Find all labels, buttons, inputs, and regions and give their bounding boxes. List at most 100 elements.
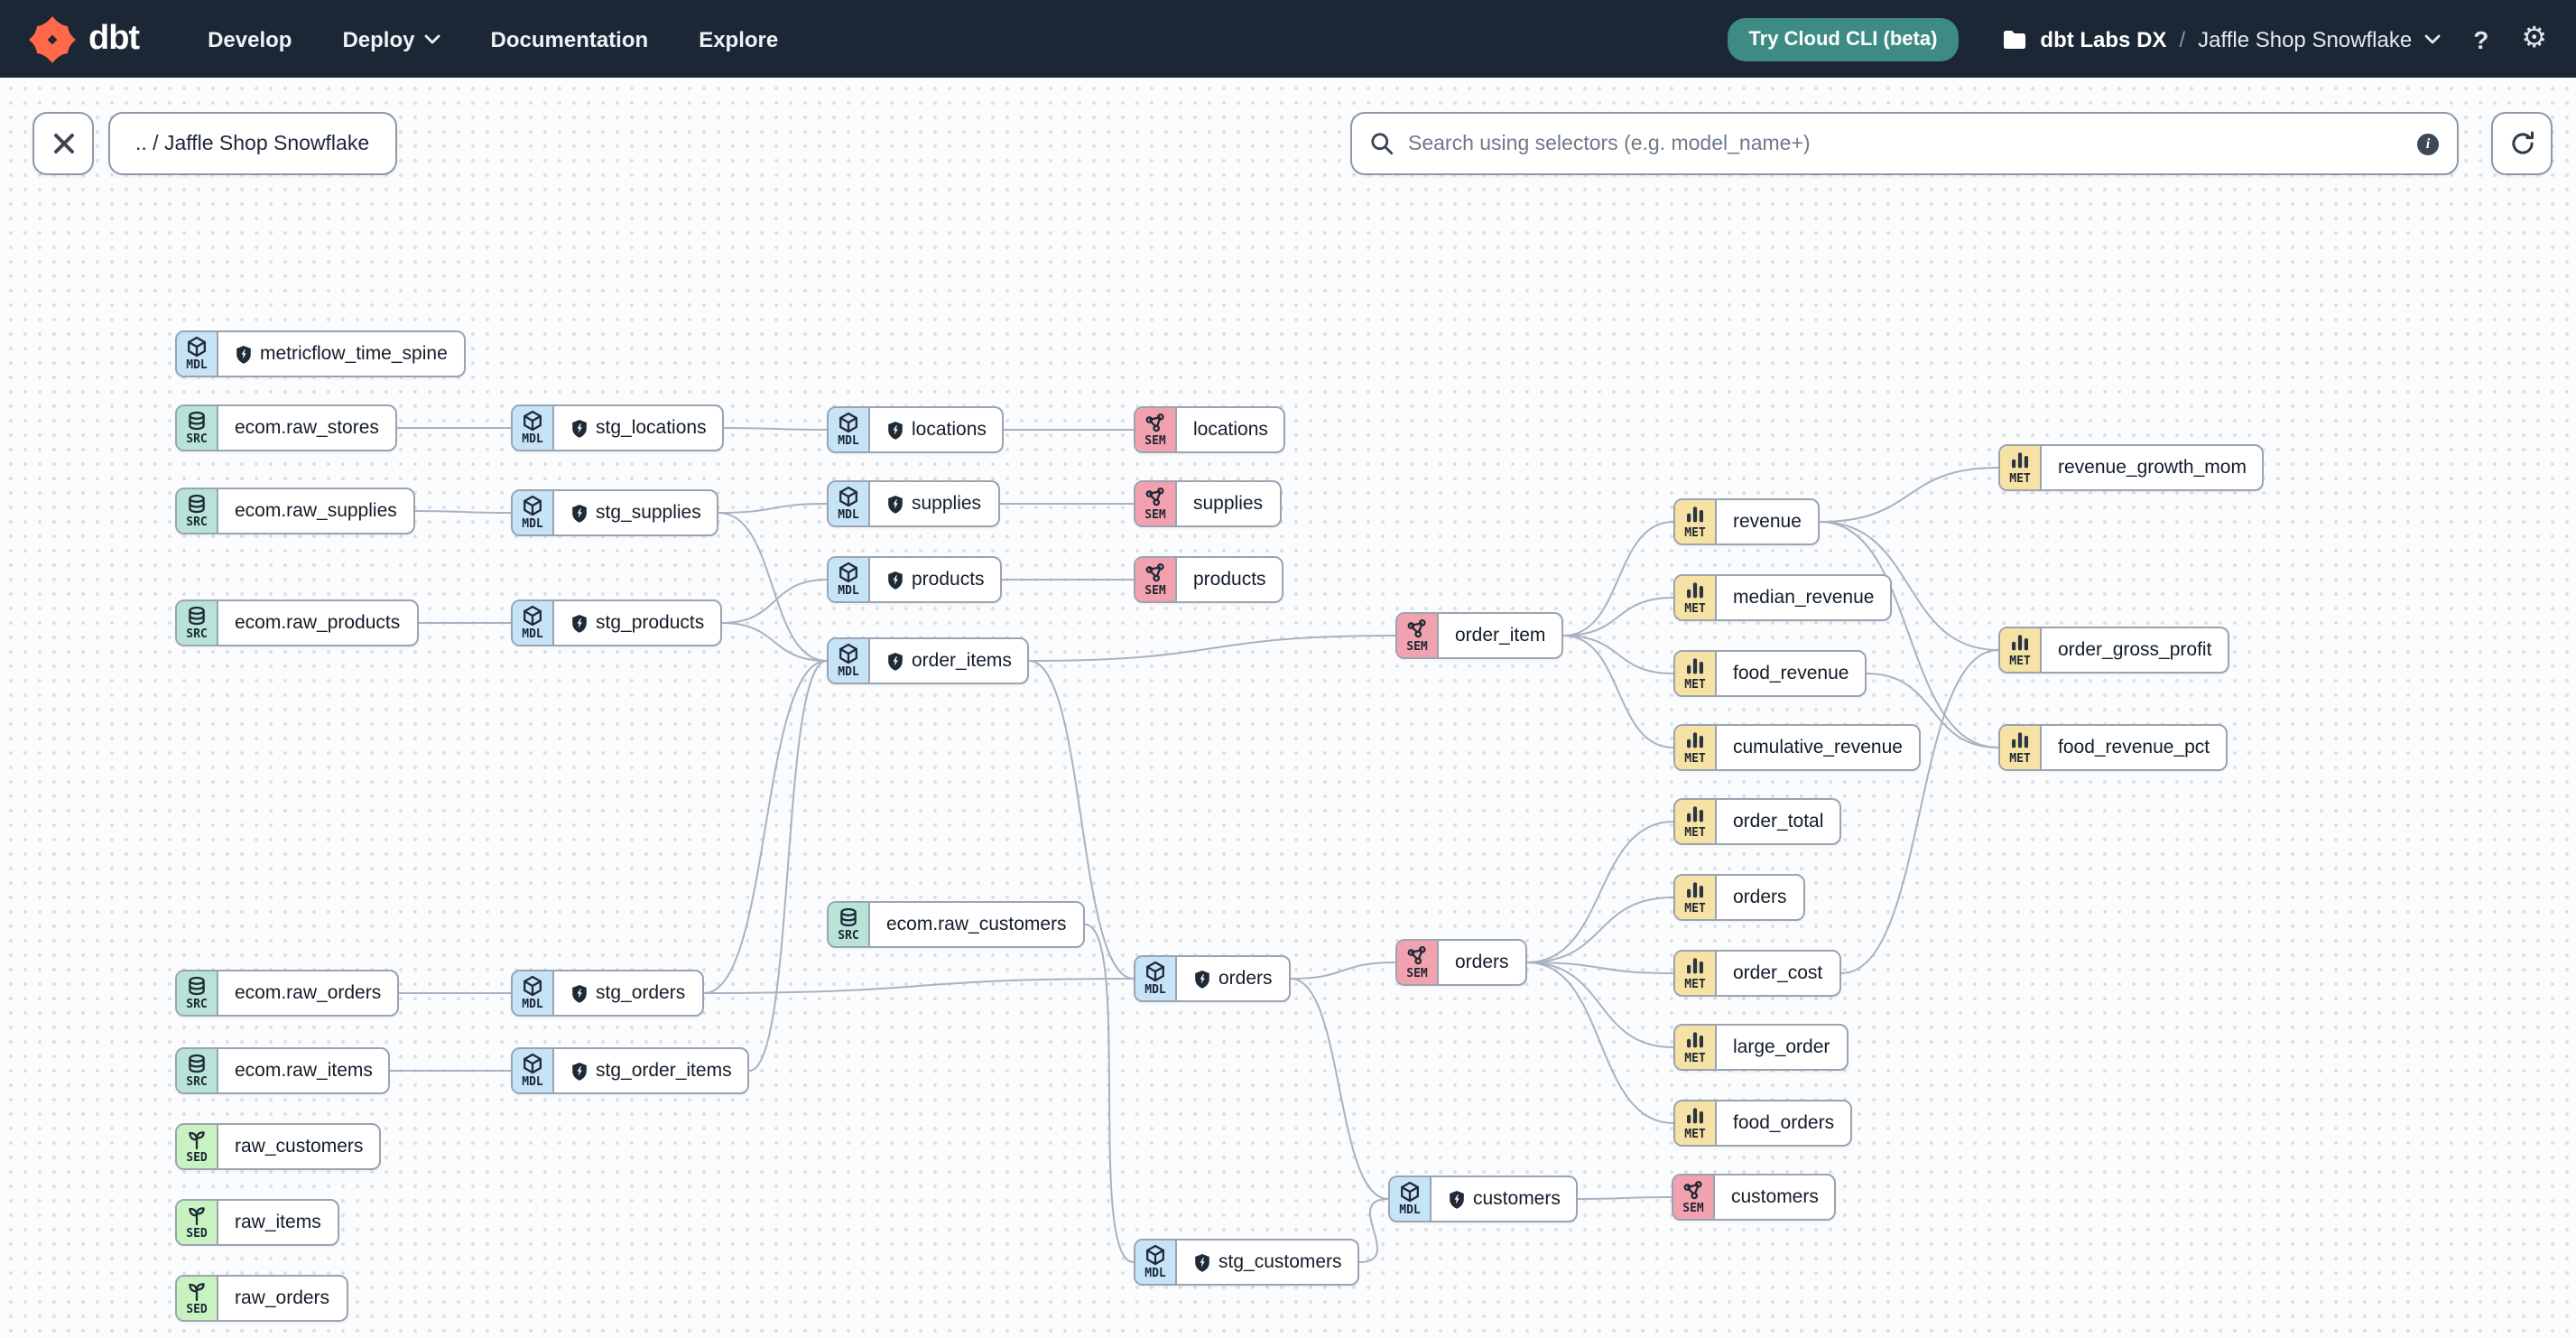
- node-label: metricflow_time_spine: [218, 332, 464, 376]
- node-type-label: MET: [2009, 751, 2031, 767]
- node-label: revenue_growth_mom: [2042, 446, 2263, 489]
- search-icon: [1371, 133, 1394, 155]
- database-icon: SRC: [829, 903, 870, 946]
- node-label: raw_items: [218, 1201, 338, 1244]
- cube-icon: MDL: [829, 408, 870, 451]
- semantic-model-icon: SEM: [1135, 558, 1177, 601]
- semantic-model-icon: SEM: [1135, 482, 1177, 525]
- node-type-label: MDL: [522, 1074, 543, 1090]
- menu-item-deploy[interactable]: Deploy: [342, 26, 440, 51]
- cube-icon: MDL: [513, 1049, 554, 1092]
- menu-item-documentation[interactable]: Documentation: [490, 26, 649, 51]
- cube-icon: MDL: [1135, 1240, 1177, 1284]
- lineage-node-seed_raw_items[interactable]: SED raw_items: [175, 1199, 339, 1246]
- semantic-model-icon: SEM: [1397, 941, 1439, 984]
- cube-icon: MDL: [829, 482, 870, 525]
- node-type-label: MDL: [838, 664, 859, 680]
- metric-icon: MET: [1675, 1101, 1717, 1145]
- metric-icon: MET: [2000, 628, 2042, 672]
- project-switcher[interactable]: dbt Labs DX / Jaffle Shop Snowflake: [2002, 26, 2441, 51]
- contract-shield-icon: [572, 504, 587, 522]
- node-type-label: MDL: [522, 627, 543, 642]
- node-type-label: SED: [186, 1226, 208, 1241]
- node-type-label: SED: [186, 1302, 208, 1317]
- refresh-button[interactable]: [2491, 112, 2553, 175]
- node-label: order_items: [870, 639, 1028, 683]
- try-cloud-cli-button[interactable]: Try Cloud CLI (beta): [1727, 17, 1960, 60]
- lineage-node-mdl_order_items[interactable]: MDL order_items: [827, 637, 1030, 684]
- database-icon: SRC: [177, 1049, 218, 1092]
- info-icon[interactable]: i: [2417, 133, 2439, 154]
- cube-icon: MDL: [1135, 957, 1177, 1000]
- node-type-label: SEM: [1144, 433, 1166, 449]
- node-label: food_orders: [1717, 1101, 1851, 1145]
- metric-icon: MET: [2000, 726, 2042, 769]
- node-type-label: SRC: [838, 928, 859, 943]
- refresh-icon: [2511, 131, 2533, 154]
- lineage-canvas[interactable]: [0, 78, 2576, 1338]
- breadcrumb[interactable]: .. / Jaffle Shop Snowflake: [108, 112, 397, 175]
- node-type-label: SRC: [186, 1074, 208, 1090]
- project-separator: /: [2179, 26, 2186, 51]
- dbt-logo[interactable]: dbt: [29, 15, 140, 62]
- close-lineage-button[interactable]: [32, 112, 94, 175]
- node-label: stg_supplies: [554, 491, 718, 534]
- menu-item-explore[interactable]: Explore: [699, 26, 779, 51]
- node-label: order_cost: [1717, 952, 1839, 995]
- node-type-label: SEM: [1144, 583, 1166, 599]
- contract-shield-icon: [888, 571, 903, 589]
- search-input[interactable]: [1408, 133, 2403, 154]
- node-label: orders: [1177, 957, 1289, 1000]
- node-type-label: MDL: [1399, 1203, 1421, 1218]
- database-icon: SRC: [177, 971, 218, 1015]
- settings-gear-icon[interactable]: ⚙: [2521, 23, 2547, 53]
- metric-icon: MET: [1675, 800, 1717, 843]
- lineage-node-mdl_stg_products[interactable]: MDL stg_products: [511, 599, 723, 646]
- node-type-label: MET: [1684, 677, 1706, 692]
- metric-icon: MET: [1675, 576, 1717, 619]
- node-label: stg_products: [554, 601, 721, 645]
- help-icon[interactable]: ?: [2473, 24, 2489, 53]
- node-label: median_revenue: [1717, 576, 1891, 619]
- contract-shield-icon: [572, 419, 587, 437]
- menu-item-develop[interactable]: Develop: [208, 26, 292, 51]
